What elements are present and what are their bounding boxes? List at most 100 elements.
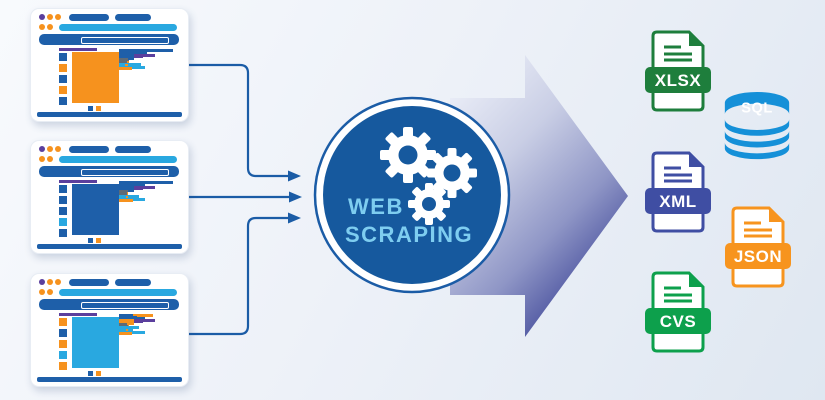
thumbnail-square: [59, 362, 67, 370]
arrowhead-icon: [288, 170, 301, 182]
window-titlebar: [39, 13, 151, 21]
titlebar-tab: [69, 13, 109, 21]
thumbnail-square: [59, 86, 67, 94]
content-bar: [119, 185, 134, 192]
window-titlebar: [39, 145, 151, 153]
thumbnail-column: [59, 318, 68, 373]
content-bar: [119, 67, 132, 70]
pager-dots: [88, 371, 101, 376]
fold-corner-icon: [689, 32, 703, 46]
window-dot-icon: [39, 14, 45, 20]
breadcrumb-bar: [59, 180, 97, 183]
window-dot-icon: [47, 146, 53, 152]
pager-square: [96, 371, 101, 376]
content-bar: [119, 199, 133, 202]
pager-square: [96, 106, 101, 111]
connector-arrow-1: [187, 63, 288, 178]
xml-label: XML: [659, 192, 696, 211]
window-dot-icon: [47, 279, 53, 285]
xlsx-file-icon: XLSX: [645, 30, 711, 112]
window-footer-bar: [37, 377, 182, 382]
window-dot-icon: [55, 279, 61, 285]
web-scraping-badge: WEB SCRAPING: [313, 96, 511, 294]
text-column: [119, 314, 181, 335]
browser-window-1: [30, 8, 189, 122]
main-image-block: [72, 317, 119, 368]
content-bar: [119, 332, 132, 335]
arrowhead-icon: [289, 191, 302, 203]
xml-file-icon: XML: [645, 151, 711, 233]
thumbnail-square: [59, 340, 67, 348]
sql-label: SQL: [741, 100, 773, 116]
content-bar: [119, 53, 134, 60]
breadcrumb-bar: [59, 313, 97, 316]
thumbnail-square: [59, 318, 67, 326]
badge-line2: SCRAPING: [345, 222, 473, 247]
thumbnail-square: [59, 75, 67, 83]
thumbnail-column: [59, 185, 68, 240]
thumbnail-square: [59, 53, 67, 61]
fold-corner-icon: [689, 153, 703, 167]
toolbar-bar: [59, 23, 177, 31]
main-image-block: [72, 184, 119, 235]
content-bar: [119, 62, 141, 66]
cvs-file-icon: CVS: [645, 271, 711, 353]
browser-window-3: [30, 273, 189, 387]
content-bar: [119, 65, 145, 69]
thumbnail-square: [59, 185, 67, 193]
json-file-icon: JSON: [725, 206, 791, 288]
window-footer-bar: [37, 244, 182, 249]
search-input-box: [81, 169, 169, 176]
thumbnail-square: [59, 229, 67, 237]
content-bar: [119, 181, 173, 184]
search-bar: [39, 34, 179, 45]
json-label: JSON: [734, 247, 782, 266]
sql-database-icon: SQL: [724, 91, 790, 160]
window-dot-icon: [39, 156, 45, 162]
xlsx-label: XLSX: [655, 71, 702, 90]
connector-arrow-3: [187, 216, 288, 336]
text-column: [119, 181, 181, 202]
cvs-label: CVS: [660, 312, 696, 331]
content-bar: [119, 194, 139, 198]
arrow-icon: [450, 55, 628, 337]
pager-square: [88, 238, 93, 243]
thumbnail-square: [59, 329, 67, 337]
thumbnail-square: [59, 64, 67, 72]
window-dot-icon: [55, 146, 61, 152]
content-bar: [119, 49, 173, 52]
window-dot-icon: [39, 24, 45, 30]
pager-dots: [88, 106, 101, 111]
window-dot-icon: [39, 279, 45, 285]
search-input-box: [81, 37, 169, 44]
content-bar: [119, 330, 145, 334]
toolbar-bar: [59, 288, 177, 296]
titlebar-tab: [115, 145, 151, 153]
window-toolbar: [39, 155, 177, 163]
gears-icon: [380, 127, 477, 225]
pager-square: [88, 106, 93, 111]
titlebar-tab: [69, 278, 109, 286]
main-image-block: [72, 52, 119, 103]
thumbnail-square: [59, 196, 67, 204]
thumbnail-square: [59, 207, 67, 215]
arrowhead-icon: [288, 212, 301, 224]
content-bar: [119, 318, 134, 325]
toolbar-bar: [59, 155, 177, 163]
search-input-box: [81, 302, 169, 309]
window-dot-icon: [55, 14, 61, 20]
titlebar-tab: [115, 278, 151, 286]
search-bar: [39, 166, 179, 177]
pager-square: [88, 371, 93, 376]
breadcrumb-bar: [59, 48, 97, 51]
window-dot-icon: [47, 14, 53, 20]
window-titlebar: [39, 278, 151, 286]
titlebar-tab: [69, 145, 109, 153]
window-toolbar: [39, 23, 177, 31]
pager-square: [96, 238, 101, 243]
window-dot-icon: [47, 24, 53, 30]
window-toolbar: [39, 288, 177, 296]
